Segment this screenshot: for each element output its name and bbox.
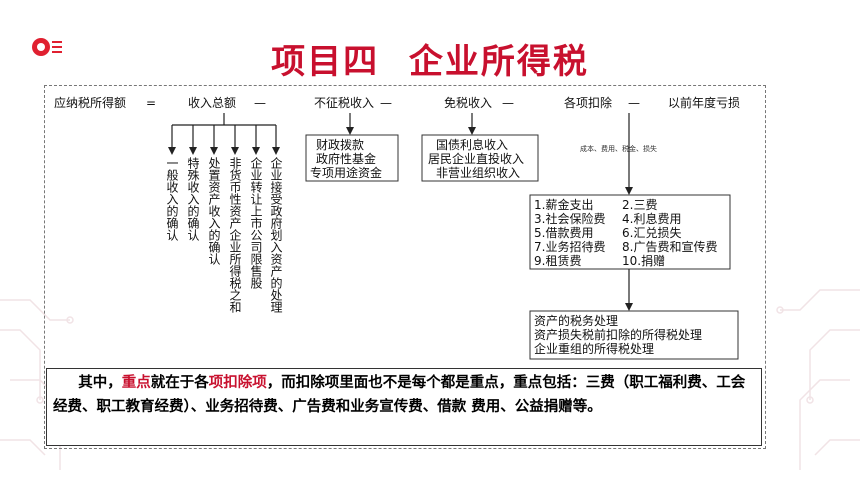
- income-item: 处置资产收入的确认: [207, 157, 221, 265]
- asset-treatment-box: [529, 310, 739, 360]
- formula-term-prior-loss: 以前年度亏损: [668, 95, 740, 110]
- deduction-items-box: [529, 194, 731, 270]
- note-highlight: 重点: [121, 375, 151, 391]
- formula-minus-3: —: [502, 96, 514, 110]
- note-text: 其中，: [78, 375, 122, 391]
- asset-item: 企业重组的所得税处理: [534, 341, 654, 356]
- formula-minus-1: —: [254, 96, 266, 110]
- formula-term-deduction: 各项扣除: [564, 95, 612, 110]
- deduction-item: 3.社会保险费: [534, 211, 605, 226]
- content-frame: [44, 85, 766, 449]
- formula-eq: =: [146, 96, 156, 110]
- formula-term-income: 收入总额: [188, 96, 236, 110]
- deduction-item: 10.捐赠: [622, 254, 665, 268]
- tax-exempt-item: 国债利息收入: [436, 137, 508, 152]
- asset-item: 资产损失税前扣除的所得税处理: [534, 327, 702, 342]
- formula-minus-4: —: [628, 96, 640, 110]
- deduction-item: 8.广告费和宣传费: [622, 239, 717, 254]
- tax-exempt-box: [421, 134, 539, 182]
- deduction-item: 1.薪金支出: [534, 197, 593, 212]
- income-item: 企业接受政府划入资产的处理: [269, 157, 283, 313]
- page-title: 项目四 企业所得税: [0, 34, 860, 83]
- non-taxable-item: 政府性基金: [316, 151, 376, 166]
- non-taxable-item: 专项用途资金: [310, 165, 382, 180]
- tax-exempt-item: 居民企业直投收入: [428, 151, 524, 166]
- asset-item: 资产的税务处理: [534, 313, 618, 328]
- income-item: 非货币性资产企业所得税之和: [228, 157, 242, 313]
- deduction-item: 5.借款费用: [534, 226, 593, 240]
- income-item: 企业转让上市公司限售股: [249, 157, 263, 289]
- deduction-item: 4.利息费用: [622, 211, 681, 226]
- income-item: 特殊收入的确认: [186, 157, 200, 241]
- formula-term-exempt: 免税收入: [444, 95, 492, 110]
- note-highlight: 项扣除项: [208, 375, 267, 391]
- deduction-item: 7.业务招待费: [534, 239, 605, 254]
- non-taxable-item: 财政拨款: [316, 138, 364, 152]
- note-text: ，而扣除项里面也不是每个都是重点，重点包括：三费（职工福利费、工会经费、职工教育…: [53, 375, 746, 415]
- brand-logo-icon: [32, 38, 62, 56]
- deduction-item: 6.汇兑损失: [622, 225, 681, 240]
- key-point-note: 其中，重点就在于各项扣除项，而扣除项里面也不是每个都是重点，重点包括：三费（职工…: [46, 368, 762, 446]
- income-item: 一般收入的确认: [165, 157, 179, 241]
- tax-exempt-item: 非营业组织收入: [436, 166, 520, 180]
- title-part-1: 项目四: [271, 42, 380, 82]
- note-text: 就在于各: [150, 375, 209, 391]
- deduction-item: 2.三费: [622, 198, 657, 212]
- non-taxable-box: [305, 134, 399, 182]
- deduction-note: 成本、费用、税金、损失: [580, 144, 657, 153]
- formula-lhs: 应纳税所得额: [54, 95, 126, 110]
- income-branch-connectors: [168, 113, 280, 155]
- formula-term-non-taxable: 不征税收入: [314, 96, 374, 110]
- formula-minus-2: —: [380, 96, 392, 110]
- title-part-2: 企业所得税: [408, 42, 589, 82]
- tax-formula-diagram: 应纳税所得额 = 收入总额 — 不征税收入 — 免税收入 — 各项扣除 — 以前…: [54, 95, 740, 360]
- deduction-item: 9.租赁费: [534, 254, 581, 268]
